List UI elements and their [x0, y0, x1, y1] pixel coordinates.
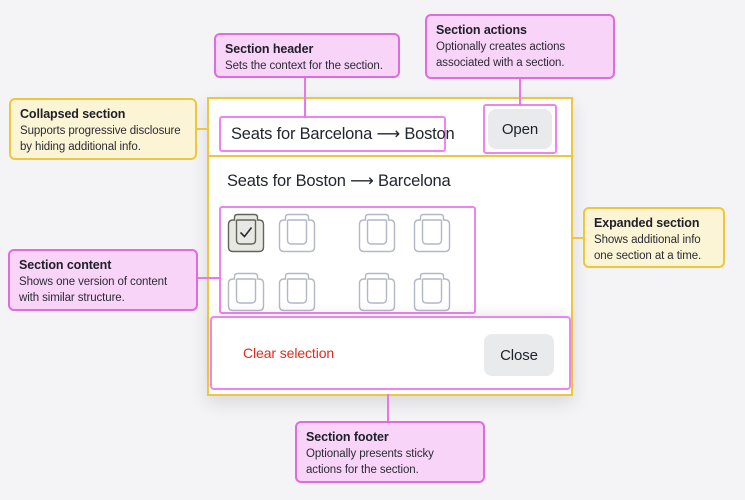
- connector-collapsed-section: [195, 128, 209, 130]
- callout-section-footer: Section footer Optionally presents stick…: [295, 421, 485, 483]
- seat-icon: [413, 213, 451, 253]
- seat-icon: [278, 272, 316, 312]
- seat-icon: [358, 272, 396, 312]
- connector-section-footer: [387, 394, 389, 423]
- seat[interactable]: [358, 213, 396, 253]
- seat-row: [227, 272, 474, 312]
- seat-selected[interactable]: [227, 213, 265, 253]
- seat[interactable]: [278, 213, 316, 253]
- callout-title: Section content: [19, 258, 112, 272]
- callout-expanded-section: Expanded section Shows additional info o…: [583, 207, 725, 268]
- callout-title: Section actions: [436, 23, 527, 37]
- expanded-section-title: Seats for Boston ⟶ Barcelona: [227, 172, 451, 190]
- seat[interactable]: [358, 272, 396, 312]
- seat[interactable]: [278, 272, 316, 312]
- section-content-highlight: [219, 206, 476, 314]
- callout-title: Section header: [225, 42, 314, 56]
- seat-icon: [227, 213, 265, 253]
- collapsed-section-header[interactable]: Seats for Barcelona ⟶ Boston Open: [207, 97, 573, 157]
- seat-icon: [358, 213, 396, 253]
- callout-section-content: Section content Shows one version of con…: [8, 249, 198, 311]
- seat[interactable]: [227, 272, 265, 312]
- connector-section-content: [196, 277, 221, 279]
- check-icon: [239, 227, 253, 238]
- callout-collapsed-section: Collapsed section Supports progressive d…: [9, 98, 197, 160]
- close-button[interactable]: Close: [484, 334, 554, 376]
- seat-icon: [413, 272, 451, 312]
- callout-body: Shows additional info one section at a t…: [594, 234, 702, 262]
- seat-row: [227, 213, 474, 253]
- callout-body: Shows one version of content with simila…: [19, 276, 168, 304]
- callout-title: Collapsed section: [20, 107, 126, 121]
- callout-body: Optionally presents sticky actions for t…: [306, 448, 434, 476]
- seat-icon: [227, 272, 265, 312]
- accordion-card: Seats for Barcelona ⟶ Boston Open Seats …: [207, 97, 573, 396]
- seat[interactable]: [413, 213, 451, 253]
- collapsed-section-title: Seats for Barcelona ⟶ Boston: [231, 125, 455, 143]
- callout-section-header: Section header Sets the context for the …: [214, 33, 400, 78]
- callout-title: Section footer: [306, 430, 389, 444]
- section-header-highlight: Seats for Barcelona ⟶ Boston: [219, 116, 455, 152]
- callout-body: Supports progressive disclosure by hidin…: [20, 125, 181, 153]
- connector-section-header: [304, 76, 306, 118]
- clear-selection-button[interactable]: Clear selection: [243, 345, 335, 361]
- section-action-highlight: Open: [483, 104, 557, 154]
- connector-expanded-section: [571, 237, 585, 239]
- open-button[interactable]: Open: [488, 109, 552, 149]
- seat-icon: [278, 213, 316, 253]
- seat[interactable]: [413, 272, 451, 312]
- section-footer: Clear selection Close: [210, 316, 571, 390]
- callout-body: Optionally creates actions associated wi…: [436, 41, 566, 69]
- callout-title: Expanded section: [594, 216, 700, 230]
- callout-section-actions: Section actions Optionally creates actio…: [425, 14, 615, 79]
- connector-section-actions: [519, 77, 521, 106]
- callout-body: Sets the context for the section.: [225, 60, 383, 72]
